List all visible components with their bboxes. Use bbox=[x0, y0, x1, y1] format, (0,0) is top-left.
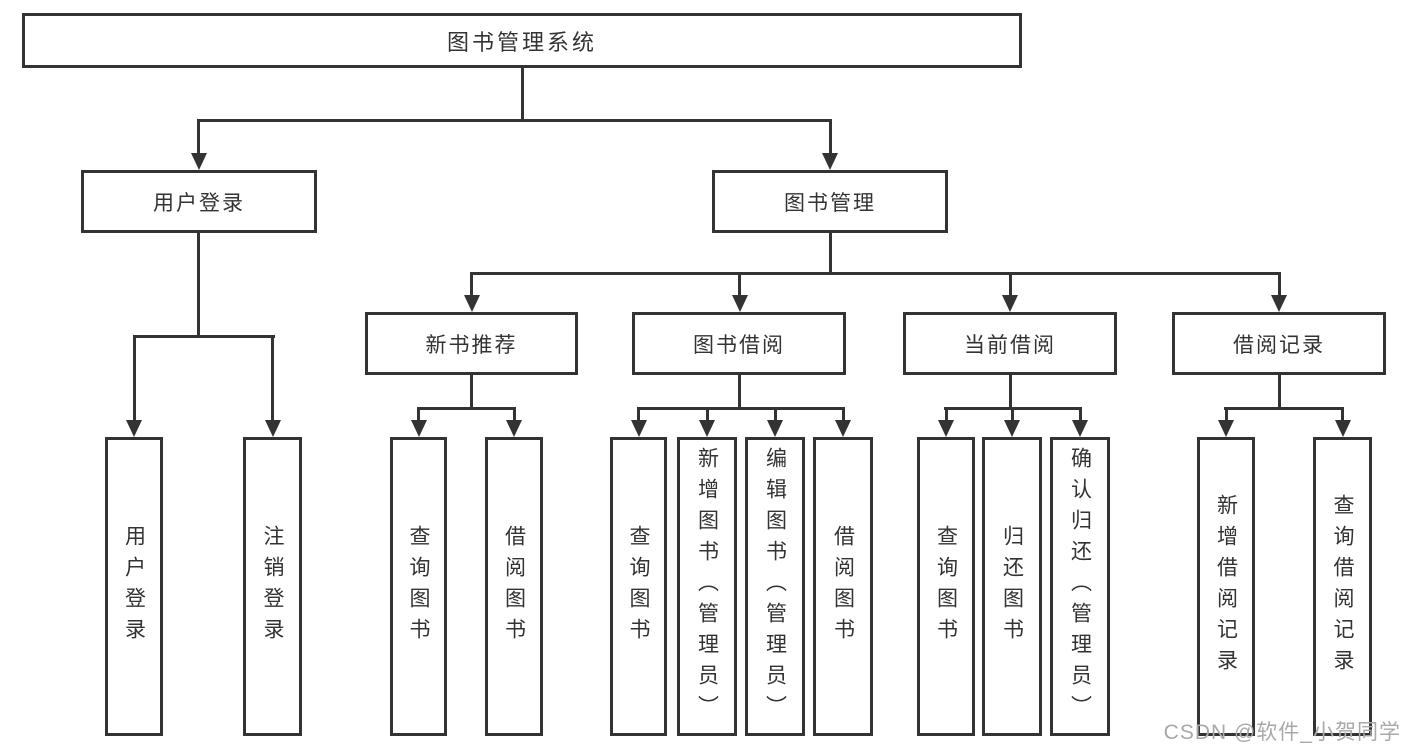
leaf-records-add-record: 新增借阅记录 bbox=[1197, 437, 1255, 736]
connector-line bbox=[520, 68, 524, 120]
connector-line bbox=[1341, 407, 1344, 422]
leaf-logout: 注销登录 bbox=[243, 437, 302, 736]
node-user-login: 用户登录 bbox=[81, 170, 317, 233]
leaf-recommend-borrow-books: 借阅图书 bbox=[485, 437, 543, 736]
connector-line bbox=[773, 407, 777, 422]
arrow-down-icon bbox=[731, 295, 748, 312]
leaf-borrowing-add-books-admin: 新增图书（管理员） bbox=[677, 437, 737, 736]
arrow-down-icon bbox=[463, 295, 480, 312]
arrow-down-icon bbox=[190, 153, 207, 170]
leaf-borrowing-query-books: 查询图书 bbox=[610, 437, 667, 736]
connector-line bbox=[1010, 407, 1014, 422]
connector-line bbox=[944, 407, 948, 422]
connector-line bbox=[1008, 272, 1012, 297]
arrow-down-icon bbox=[835, 420, 851, 437]
connector-line bbox=[738, 272, 741, 297]
connector-line bbox=[197, 119, 200, 155]
node-new-book-recommend: 新书推荐 bbox=[365, 312, 578, 375]
connector-line bbox=[132, 335, 275, 338]
leaf-current-return-books: 归还图书 bbox=[982, 437, 1042, 736]
connector-line bbox=[828, 233, 832, 274]
arrow-down-icon bbox=[1271, 295, 1287, 312]
connector-line bbox=[470, 375, 473, 409]
arrow-down-icon bbox=[1334, 420, 1351, 437]
leaf-current-confirm-return-admin: 确认归还（管理员） bbox=[1050, 437, 1110, 736]
arrow-down-icon bbox=[506, 420, 522, 437]
connector-line bbox=[197, 119, 832, 122]
connector-line bbox=[637, 407, 845, 410]
arrow-down-icon bbox=[938, 420, 954, 437]
leaf-current-query-books: 查询图书 bbox=[917, 437, 975, 736]
connector-line bbox=[1008, 375, 1012, 409]
connector-line bbox=[1224, 407, 1344, 410]
connector-line bbox=[705, 407, 709, 422]
connector-line bbox=[1078, 407, 1082, 422]
connector-line bbox=[197, 233, 200, 337]
connector-line bbox=[417, 407, 516, 410]
connector-line bbox=[828, 119, 832, 155]
connector-line bbox=[1224, 407, 1228, 422]
arrow-down-icon bbox=[767, 420, 783, 437]
connector-line bbox=[738, 375, 741, 409]
leaf-recommend-query-books: 查询图书 bbox=[390, 437, 447, 736]
connector-line bbox=[841, 407, 845, 422]
arrow-down-icon bbox=[1218, 420, 1234, 437]
connector-line bbox=[1277, 375, 1281, 409]
connector-line bbox=[512, 407, 516, 422]
arrow-down-icon bbox=[126, 420, 142, 437]
leaf-borrowing-borrow-books: 借阅图书 bbox=[813, 437, 873, 736]
arrow-down-icon bbox=[630, 420, 647, 437]
arrow-down-icon bbox=[1002, 295, 1018, 312]
connector-line bbox=[417, 407, 420, 422]
arrow-down-icon bbox=[410, 420, 427, 437]
node-book-borrowing: 图书借阅 bbox=[632, 312, 846, 375]
node-book-management: 图书管理 bbox=[712, 170, 948, 233]
arrow-down-icon bbox=[1004, 420, 1020, 437]
node-root: 图书管理系统 bbox=[22, 13, 1022, 68]
leaf-user-login: 用户登录 bbox=[105, 437, 163, 736]
arrow-down-icon bbox=[264, 420, 281, 437]
node-current-borrowing: 当前借阅 bbox=[903, 312, 1117, 375]
arrow-down-icon bbox=[699, 420, 715, 437]
node-borrow-records: 借阅记录 bbox=[1172, 312, 1386, 375]
connector-line bbox=[271, 335, 274, 422]
arrow-down-icon bbox=[822, 153, 838, 170]
connector-line bbox=[470, 272, 1281, 275]
leaf-records-query-record: 查询借阅记录 bbox=[1313, 437, 1372, 736]
connector-line bbox=[1277, 272, 1281, 297]
watermark: CSDN @软件_小贺同学 bbox=[1163, 721, 1401, 744]
connector-line bbox=[470, 272, 473, 297]
connector-line bbox=[132, 335, 136, 422]
arrow-down-icon bbox=[1072, 420, 1088, 437]
connector-line bbox=[637, 407, 640, 422]
leaf-borrowing-edit-books-admin: 编辑图书（管理员） bbox=[745, 437, 805, 736]
